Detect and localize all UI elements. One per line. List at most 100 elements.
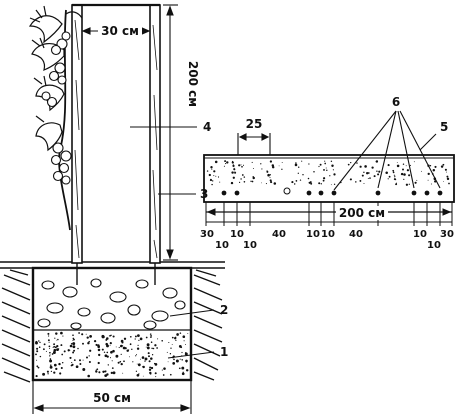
texture-dot xyxy=(308,181,311,184)
texture-dot xyxy=(82,359,84,361)
texture-dot xyxy=(152,347,155,350)
texture-dot xyxy=(369,177,371,179)
texture-dot xyxy=(122,345,124,347)
texture-dot xyxy=(233,168,236,171)
texture-dot xyxy=(408,174,411,177)
texture-dot xyxy=(109,342,112,345)
texture-dot xyxy=(106,344,109,348)
texture-dot xyxy=(141,356,145,359)
texture-dot xyxy=(82,368,86,371)
texture-dot xyxy=(56,344,59,348)
texture-dot xyxy=(295,180,298,182)
texture-dot xyxy=(232,176,235,179)
texture-dot xyxy=(181,351,183,354)
texture-dot xyxy=(163,367,166,370)
texture-dot xyxy=(225,163,227,165)
texture-dot xyxy=(112,335,115,338)
texture-dot xyxy=(69,356,72,359)
texture-dot xyxy=(36,350,39,353)
texture-dot xyxy=(310,182,313,185)
texture-dot xyxy=(42,372,46,376)
texture-dot xyxy=(148,368,152,372)
texture-dot xyxy=(405,183,409,186)
texture-dot xyxy=(169,373,172,376)
texture-dot xyxy=(217,176,220,178)
texture-dot xyxy=(82,342,84,345)
trellis-posts xyxy=(71,3,161,285)
texture-dot xyxy=(55,367,58,371)
texture-dot xyxy=(132,361,134,363)
texture-dot xyxy=(138,373,140,375)
texture-dot xyxy=(136,354,137,356)
texture-dot xyxy=(363,183,365,184)
texture-dot xyxy=(37,367,39,369)
texture-dot xyxy=(88,340,90,343)
texture-dot xyxy=(136,347,140,350)
bottom-dimension-ticks xyxy=(205,202,453,226)
texture-dot xyxy=(182,335,186,339)
texture-dot xyxy=(243,176,246,178)
texture-dot xyxy=(110,371,113,375)
texture-dot xyxy=(414,181,417,184)
texture-dot xyxy=(363,171,365,174)
dim-10-mid-b: 10 xyxy=(321,229,335,240)
texture-dot xyxy=(120,339,124,343)
texture-dot xyxy=(61,353,64,356)
texture-dot xyxy=(413,161,415,163)
texture-dot xyxy=(103,351,106,353)
texture-dot xyxy=(55,332,58,335)
texture-dot xyxy=(444,168,447,171)
texture-dot xyxy=(359,179,362,182)
texture-dot xyxy=(48,345,51,348)
texture-dot xyxy=(149,371,152,375)
texture-dot xyxy=(395,179,397,181)
texture-dot xyxy=(161,369,163,371)
texture-dot xyxy=(250,180,252,182)
texture-dot xyxy=(129,335,132,338)
texture-dot xyxy=(427,179,429,181)
texture-dot xyxy=(51,353,54,355)
texture-dot xyxy=(308,163,310,165)
texture-dot xyxy=(187,333,189,335)
texture-dot xyxy=(406,169,410,172)
texture-dot xyxy=(261,168,263,170)
texture-dot xyxy=(146,343,150,347)
dim-10-left-row2b: 10 xyxy=(243,240,257,251)
texture-dot xyxy=(241,174,244,176)
texture-dot xyxy=(147,352,150,355)
texture-dot xyxy=(209,179,213,182)
texture-dot xyxy=(238,181,241,184)
texture-dot xyxy=(405,165,407,167)
texture-dot xyxy=(252,168,254,169)
texture-dot xyxy=(135,355,137,357)
texture-dot xyxy=(46,370,49,373)
texture-dot xyxy=(42,348,45,351)
base-width-dimension xyxy=(32,380,192,414)
texture-dot xyxy=(85,333,87,335)
texture-dot xyxy=(400,172,404,176)
texture-dot xyxy=(150,366,154,370)
texture-dot xyxy=(117,361,120,364)
texture-dot xyxy=(36,365,39,368)
texture-dot xyxy=(52,351,56,354)
texture-dot xyxy=(120,353,122,355)
texture-dot xyxy=(54,346,57,349)
texture-dot xyxy=(112,371,116,375)
texture-dot xyxy=(408,183,410,185)
texture-dot xyxy=(58,362,61,366)
texture-dot xyxy=(226,161,229,164)
texture-dot xyxy=(173,358,175,361)
dim-10-right: 10 xyxy=(413,229,427,240)
texture-dot xyxy=(269,177,271,179)
texture-dot xyxy=(67,349,70,352)
board-outline xyxy=(203,154,455,203)
texture-dot xyxy=(213,175,215,177)
texture-dot xyxy=(155,376,157,378)
texture-dot xyxy=(234,171,237,174)
texture-dot xyxy=(293,183,296,185)
texture-dot xyxy=(302,174,304,176)
texture-dot xyxy=(52,346,54,348)
texture-dot xyxy=(231,171,234,174)
frame-width-label: 30 см xyxy=(101,24,139,38)
